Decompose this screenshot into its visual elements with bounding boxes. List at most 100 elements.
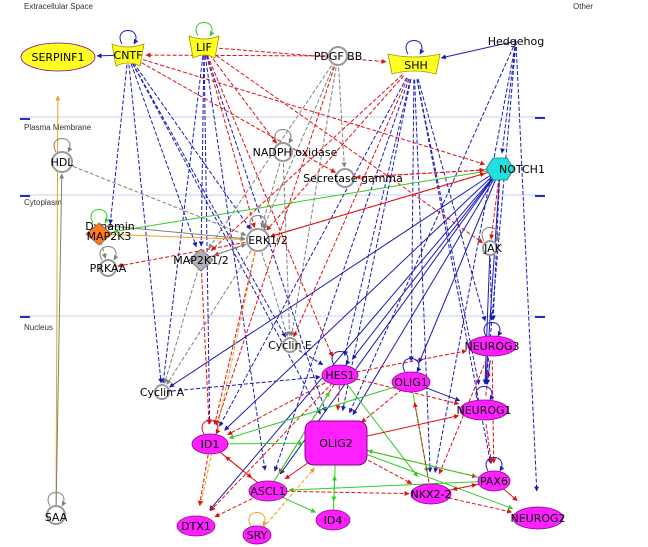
region-other: Other bbox=[573, 2, 593, 11]
node-prkaa[interactable]: PRKAA bbox=[90, 259, 127, 277]
node-label-serpinf1: SERPINF1 bbox=[31, 51, 84, 64]
edge-shh-cycline bbox=[293, 78, 409, 338]
edge-ascl1-hes1 bbox=[273, 391, 330, 482]
node-cyclina[interactable]: Cyclin A bbox=[140, 384, 185, 400]
node-label-cyclina: Cyclin A bbox=[140, 386, 185, 399]
edge-hedgehog-neurog1 bbox=[484, 40, 517, 385]
edge-hedgehog-olig2 bbox=[349, 40, 517, 414]
node-ascl1[interactable]: ASCL1 bbox=[248, 480, 288, 502]
node-pdgfbb[interactable]: PDGF BB bbox=[314, 46, 363, 66]
edge-lif-id1 bbox=[203, 55, 213, 425]
node-nadph[interactable]: NADPH oxidase bbox=[253, 142, 338, 162]
edge-hedgehog-shh bbox=[440, 40, 517, 60]
edge-notch1-olig2 bbox=[352, 175, 497, 416]
self-loop-olig1 bbox=[402, 358, 422, 373]
edge-cntf-cyclina bbox=[128, 64, 164, 384]
edge-hes1-nkx22 bbox=[346, 383, 419, 477]
edge-pdgfbb-erk bbox=[262, 60, 337, 229]
node-id4[interactable]: ID4 bbox=[315, 509, 351, 531]
node-hes1[interactable]: HES1 bbox=[321, 364, 359, 386]
edge-map2k12-cyclina bbox=[163, 266, 200, 384]
edge-id1-olig2 bbox=[220, 440, 304, 446]
node-shape-id1 bbox=[191, 433, 229, 455]
node-label-neurog2: NEUROG2 bbox=[510, 512, 565, 525]
edge-cyclina-hes1 bbox=[166, 374, 321, 393]
edge-shh-olig1 bbox=[408, 79, 415, 362]
node-shape-ascl1 bbox=[248, 480, 288, 502]
node-label-cntf: CNTF bbox=[114, 49, 143, 62]
node-id1[interactable]: ID1 bbox=[191, 433, 229, 455]
edge-lif-nadph bbox=[209, 53, 277, 144]
node-cycline[interactable]: Cyclin E bbox=[268, 337, 312, 353]
self-loop-jak bbox=[481, 227, 501, 242]
node-saa[interactable]: SAA bbox=[45, 505, 68, 525]
edge-id4-olig2 bbox=[332, 475, 338, 510]
edge-neurog1-pax6 bbox=[485, 424, 494, 464]
node-label-jak: JAK bbox=[483, 242, 503, 255]
node-map2k12[interactable]: MAP2K1/2 bbox=[173, 248, 229, 272]
node-label-ascl1: ASCL1 bbox=[250, 485, 285, 498]
node-jak[interactable]: JAK bbox=[482, 240, 503, 256]
edge-map2k3-prkaa bbox=[100, 241, 107, 259]
edges-layer bbox=[47, 22, 540, 529]
edge-cntf-dynamin bbox=[108, 64, 128, 225]
node-olig1[interactable]: OLIG1 bbox=[391, 371, 431, 393]
edge-cntf-notch1 bbox=[137, 57, 486, 166]
node-label-hdl: HDL bbox=[51, 156, 75, 169]
node-lif[interactable]: LIF bbox=[188, 35, 220, 59]
node-label-nadph: NADPH oxidase bbox=[253, 146, 338, 159]
edge-notch1-dtx1 bbox=[209, 175, 495, 511]
edge-hes1-olig2 bbox=[335, 385, 341, 411]
edge-shh-ascl1 bbox=[273, 78, 410, 472]
edge-shh-pax6 bbox=[416, 79, 493, 464]
node-olig2[interactable]: OLIG2 bbox=[304, 420, 368, 466]
edge-cntf-secretase bbox=[136, 59, 336, 174]
node-label-secretase: Secretase gamma bbox=[303, 172, 403, 185]
edge-pdgfbb-secretase bbox=[337, 61, 347, 168]
edge-pax6-olig2 bbox=[367, 449, 485, 480]
edge-erk-prkaa bbox=[117, 240, 252, 268]
node-sry[interactable]: SRY bbox=[242, 525, 272, 545]
node-shape-serpinf1 bbox=[20, 42, 96, 72]
edge-ascl1-dtx1 bbox=[214, 495, 258, 518]
node-shape-neurog2 bbox=[512, 506, 564, 530]
node-shh[interactable]: SHH bbox=[387, 53, 441, 75]
node-shape-dtx1 bbox=[176, 515, 216, 537]
node-nkx22[interactable]: NKX2-2 bbox=[410, 483, 452, 505]
edge-pax6-neurog2 bbox=[501, 486, 518, 502]
node-hedgehog[interactable]: Hedgehog bbox=[488, 35, 544, 48]
node-map2k3[interactable]: MAP2K3 bbox=[85, 222, 131, 246]
node-shape-neurog3 bbox=[467, 335, 517, 357]
edge-neurog3-neurog1 bbox=[485, 360, 491, 385]
node-neurog1[interactable]: NEUROG1 bbox=[456, 399, 512, 421]
edge-lif-map2k12 bbox=[198, 55, 205, 247]
node-cntf[interactable]: CNTF bbox=[111, 43, 145, 67]
node-shape-cntf bbox=[111, 43, 145, 67]
self-loop-saa bbox=[47, 492, 67, 507]
node-neurog2[interactable]: NEUROG2 bbox=[510, 506, 566, 530]
node-secretase[interactable]: Secretase gamma bbox=[303, 168, 403, 188]
node-shape-cyclina bbox=[154, 384, 170, 400]
node-pax6[interactable]: PAX6 bbox=[477, 470, 511, 492]
edge-neurog3-nkx22 bbox=[438, 359, 487, 475]
node-shape-neurog1 bbox=[459, 399, 509, 421]
node-shape-erk bbox=[246, 228, 270, 252]
node-shape-nkx22 bbox=[410, 483, 452, 505]
node-notch1[interactable]: NOTCH1 bbox=[485, 157, 545, 181]
node-label-notch1: NOTCH1 bbox=[499, 163, 545, 176]
node-serpinf1[interactable]: SERPINF1 bbox=[20, 42, 96, 72]
edge-nadph-erk bbox=[260, 157, 283, 228]
node-erk[interactable]: ERK1/2 bbox=[246, 228, 288, 252]
node-dtx1[interactable]: DTX1 bbox=[176, 515, 216, 537]
self-loop-hes1 bbox=[331, 351, 351, 366]
self-loop-prkaa bbox=[99, 246, 119, 261]
edge-erk-cyclina bbox=[166, 245, 255, 385]
edge-olig2-neurog1 bbox=[354, 414, 460, 440]
edge-shh-neurog1 bbox=[416, 79, 481, 386]
node-neurog3[interactable]: NEUROG3 bbox=[464, 335, 520, 357]
edge-hes1-neurog3 bbox=[350, 349, 467, 374]
node-hdl[interactable]: HDL bbox=[51, 151, 75, 173]
node-shape-pdgfbb bbox=[328, 46, 348, 66]
edge-hes1-id1 bbox=[227, 379, 331, 436]
